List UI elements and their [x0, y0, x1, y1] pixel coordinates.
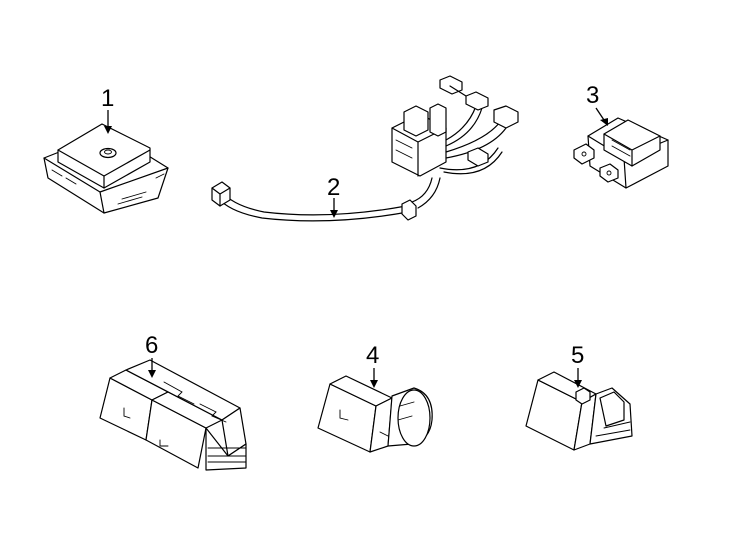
callout-5-label: 5	[571, 342, 584, 369]
callout-4-label: 4	[366, 342, 379, 369]
callout-leaders	[104, 107, 608, 388]
part-3-module	[573, 117, 669, 189]
part-4-switch	[317, 375, 433, 453]
callout-2-label: 2	[327, 174, 340, 201]
part-6-switch	[99, 359, 247, 471]
part-2-harness	[211, 75, 519, 222]
callout-3-label: 3	[586, 82, 599, 109]
part-5-switch	[525, 371, 633, 451]
part-1-module	[43, 123, 169, 214]
callout-1-label: 1	[101, 85, 114, 112]
callout-6-label: 6	[145, 332, 158, 359]
